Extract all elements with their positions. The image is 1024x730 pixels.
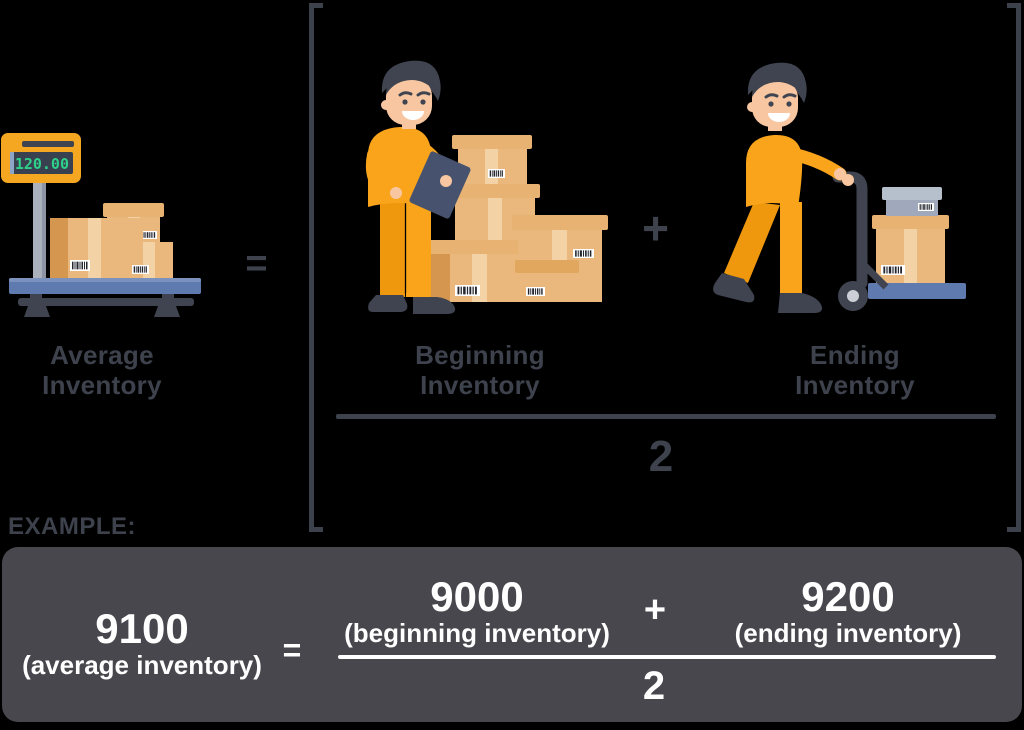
example-beginning-label: (beginning inventory) <box>344 618 610 648</box>
example-ending-label: (ending inventory) <box>734 618 962 648</box>
average-inventory-label: Average Inventory <box>42 340 162 400</box>
scale-boxes <box>50 203 173 278</box>
denominator: 2 <box>648 432 674 481</box>
barcode-icon <box>142 231 157 239</box>
example-heading: EXAMPLE: <box>8 513 137 540</box>
handtruck-plate <box>868 283 966 299</box>
example-plus-sign: + <box>643 589 667 631</box>
example-result-label: (average inventory) <box>22 650 262 680</box>
right-bracket <box>1007 3 1021 532</box>
barcode-icon <box>918 203 934 211</box>
barcode-icon <box>573 249 594 258</box>
barcode-icon <box>455 285 480 296</box>
scale-display-screen <box>10 152 73 174</box>
example-fraction-bar <box>338 655 996 659</box>
example-ending-operand: 9200 (ending inventory) <box>706 575 990 648</box>
barcode-icon <box>526 287 545 296</box>
example-denominator: 2 <box>642 664 666 708</box>
barcode-icon <box>881 265 905 275</box>
worker-handtruck-illustration <box>713 62 966 313</box>
example-ending-value: 9200 <box>801 573 895 620</box>
barcode-icon <box>70 260 90 271</box>
example-beginning-operand: 9000 (beginning inventory) <box>340 575 614 648</box>
equals-sign: = <box>245 243 268 285</box>
ending-inventory-label: Ending Inventory <box>795 340 915 400</box>
plus-sign: + <box>642 202 669 254</box>
clipboard <box>409 151 471 219</box>
scale-display-value: 120.00 <box>15 155 69 173</box>
example-equals-sign: = <box>282 632 302 668</box>
box-stack <box>425 135 608 302</box>
example-panel: 9100 (average inventory) = 9000 (beginni… <box>2 547 1022 722</box>
scale-illustration: 120.00 <box>1 133 201 317</box>
barcode-icon <box>132 265 149 274</box>
worker <box>365 60 471 314</box>
example-beginning-value: 9000 <box>430 573 524 620</box>
left-bracket <box>309 3 323 532</box>
fraction-bar <box>336 414 996 419</box>
example-result-value: 9100 <box>95 605 189 652</box>
worker <box>713 62 854 313</box>
beginning-inventory-label: Beginning Inventory <box>415 340 545 400</box>
worker-checking-illustration <box>365 60 608 314</box>
handtruck-boxes <box>872 187 949 283</box>
example-result: 9100 (average inventory) <box>10 607 274 680</box>
barcode-icon <box>488 169 505 178</box>
